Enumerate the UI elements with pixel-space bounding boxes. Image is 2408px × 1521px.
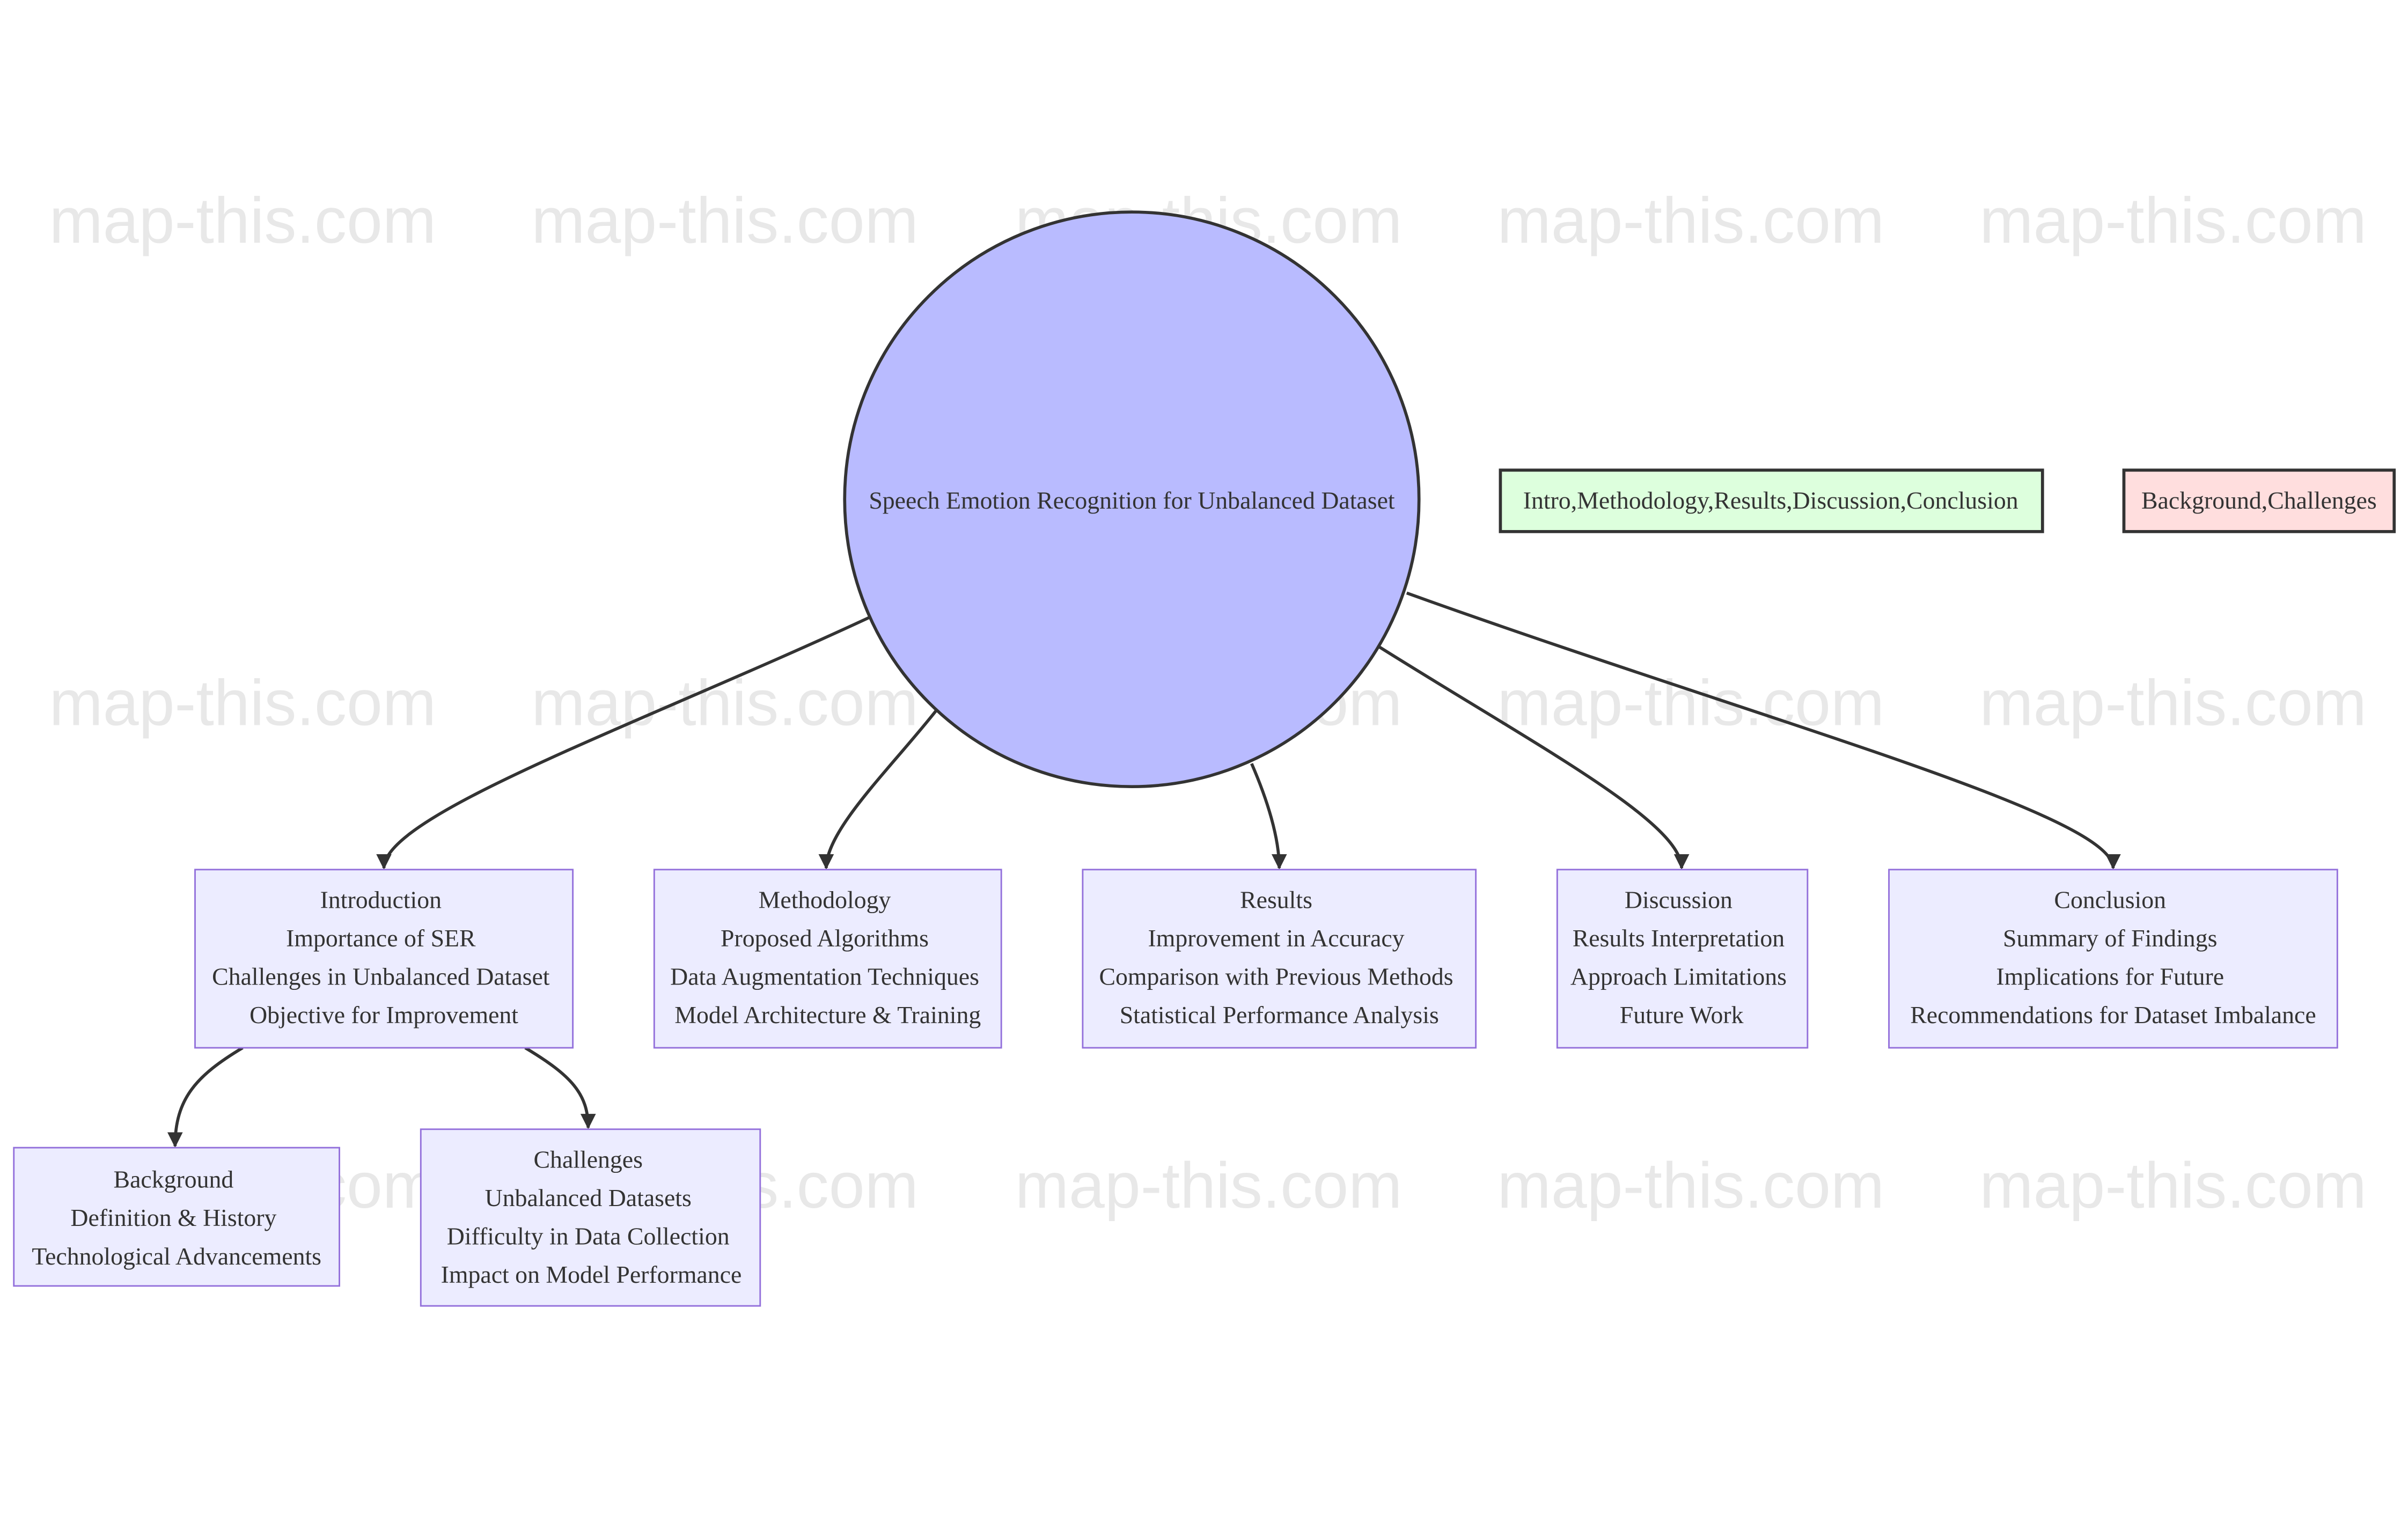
node-introduction-title: Introduction: [320, 886, 442, 913]
edge-center-introduction: [376, 614, 873, 870]
watermark-text: map-this.com: [1979, 185, 2366, 256]
node-discussion-item: Results Interpretation: [1573, 924, 1785, 952]
node-results-item: Improvement in Accuracy: [1148, 924, 1405, 952]
node-background-item: Technological Advancements: [32, 1243, 321, 1270]
node-conclusion[interactable]: Conclusion Summary of Findings Implicati…: [1888, 869, 2338, 1049]
node-challenges-item: Difficulty in Data Collection: [447, 1223, 730, 1250]
watermark-text: map-this.com: [1497, 185, 1884, 256]
node-discussion-title: Discussion: [1625, 886, 1732, 913]
node-discussion-item: Future Work: [1620, 1001, 1744, 1028]
node-challenges-item: Impact on Model Performance: [441, 1261, 742, 1288]
central-topic-label: Speech Emotion Recognition for Unbalance…: [869, 487, 1395, 514]
node-methodology-item: Data Augmentation Techniques: [670, 963, 979, 990]
edge-center-methodology: [818, 709, 938, 870]
legend-red: Background,Challenges: [2122, 468, 2396, 533]
node-background-item: Definition & History: [70, 1204, 276, 1231]
watermark-text: map-this.com: [531, 185, 918, 256]
edge-introduction-background: [167, 1046, 244, 1148]
watermark-text: map-this.com: [1497, 667, 1884, 739]
node-results-item: Statistical Performance Analysis: [1120, 1001, 1439, 1028]
node-methodology-item: Proposed Algorithms: [721, 924, 929, 952]
node-results-item: Comparison with Previous Methods: [1099, 963, 1453, 990]
legend-green: Intro,Methodology,Results,Discussion,Con…: [1499, 468, 2044, 533]
svg-text:Discussion Results Inter: Discussion Results Interpretation Approa…: [1570, 886, 1793, 1028]
legend-green-label: Intro,Methodology,Results,Discussion,Con…: [1523, 487, 2018, 514]
node-challenges-item: Unbalanced Datasets: [485, 1184, 692, 1211]
node-methodology-title: Methodology: [759, 886, 891, 913]
watermark-text: map-this.com: [49, 185, 436, 256]
node-discussion[interactable]: Discussion Results Interpretation Approa…: [1556, 869, 1809, 1049]
node-challenges-title: Challenges: [534, 1145, 643, 1173]
node-introduction-item: Importance of SER: [286, 924, 476, 952]
watermark-text: map-this.com: [1979, 1150, 2366, 1222]
node-conclusion-item: Recommendations for Dataset Imbalance: [1910, 1001, 2316, 1028]
node-challenges[interactable]: Challenges Unbalanced Datasets Difficult…: [420, 1128, 761, 1307]
svg-text:Challenges Unbalanced Da: Challenges Unbalanced Datasets Difficult…: [441, 1145, 742, 1288]
edge-center-conclusion: [1406, 591, 2121, 870]
svg-text:Conclusion Summary of Fi: Conclusion Summary of Findings Implicati…: [1910, 886, 2316, 1028]
node-introduction-item: Objective for Improvement: [249, 1001, 518, 1028]
edges-layer: [167, 591, 2121, 1148]
edge-introduction-challenges: [524, 1046, 596, 1129]
watermark-text: map-this.com: [1497, 1150, 1884, 1222]
central-topic-node[interactable]: Speech Emotion Recognition for Unbalance…: [843, 210, 1421, 789]
svg-text:Background Definition &: Background Definition & History Technolo…: [32, 1166, 321, 1270]
node-background[interactable]: Background Definition & History Technolo…: [13, 1147, 340, 1287]
node-results-title: Results: [1240, 886, 1312, 913]
node-conclusion-item: Summary of Findings: [2003, 924, 2217, 952]
edge-center-discussion: [1378, 645, 1690, 870]
node-results[interactable]: Results Improvement in Accuracy Comparis…: [1082, 869, 1477, 1049]
svg-text:Results Improvement in A: Results Improvement in Accuracy Comparis…: [1099, 886, 1459, 1028]
legend-red-label: Background,Challenges: [2141, 487, 2377, 514]
svg-text:Introduction Importance: Introduction Importance of SER Challenge…: [212, 886, 556, 1028]
watermark-text: map-this.com: [531, 667, 918, 739]
node-discussion-item: Approach Limitations: [1570, 963, 1787, 990]
node-conclusion-title: Conclusion: [2054, 886, 2166, 913]
node-methodology-item: Model Architecture & Training: [674, 1001, 981, 1028]
node-methodology[interactable]: Methodology Proposed Algorithms Data Aug…: [653, 869, 1002, 1049]
edge-center-results: [1250, 763, 1287, 870]
node-introduction[interactable]: Introduction Importance of SER Challenge…: [194, 869, 574, 1049]
svg-text:Methodology Proposed Alg: Methodology Proposed Algorithms Data Aug…: [670, 886, 985, 1028]
watermark-text: map-this.com: [1015, 1150, 1402, 1222]
node-background-title: Background: [114, 1166, 234, 1193]
watermark-text: map-this.com: [49, 667, 436, 739]
watermark-text: map-this.com: [1979, 667, 2366, 739]
node-conclusion-item: Implications for Future: [1996, 963, 2224, 990]
node-introduction-item: Challenges in Unbalanced Dataset: [212, 963, 550, 990]
